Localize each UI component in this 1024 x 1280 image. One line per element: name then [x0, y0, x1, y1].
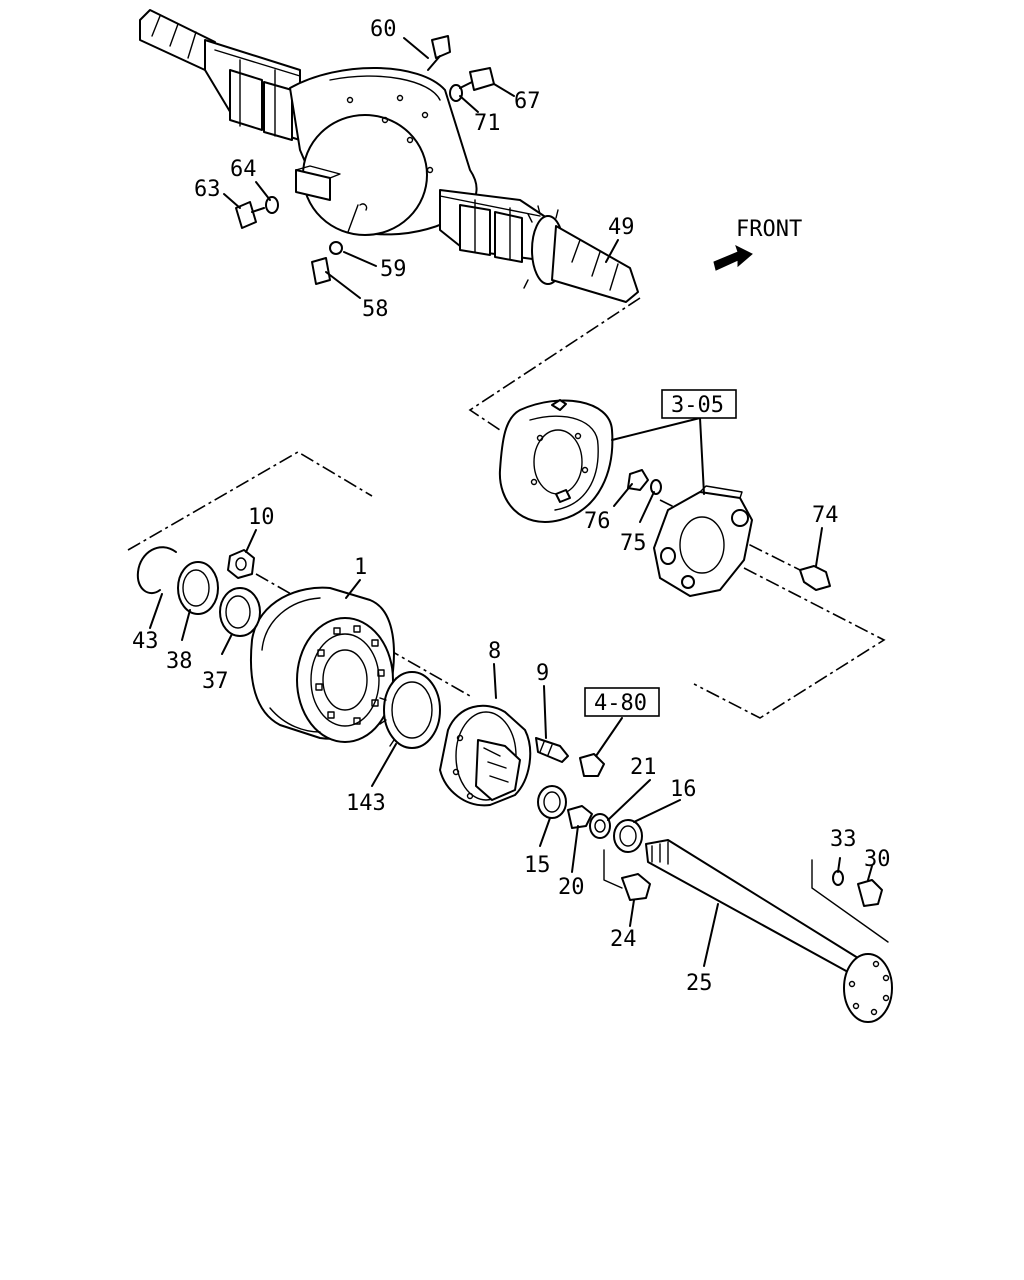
callout-71: 71: [474, 111, 501, 136]
axle-housing: [139, 9, 639, 303]
spider-fasteners: [627, 469, 831, 591]
callout-74: 74: [812, 503, 839, 528]
ref-label-4-80: 4-80: [594, 691, 647, 716]
callout-16: 16: [670, 777, 697, 802]
abs-tone-ring: [379, 671, 441, 749]
front-indicator: FRONT: [713, 217, 802, 271]
arrow-icon: [713, 245, 753, 271]
callout-37: 37: [202, 669, 229, 694]
ref-box-4-80: [584, 687, 660, 717]
callout-15: 15: [524, 853, 551, 878]
brake-backing-plate: [498, 399, 614, 523]
ref-label-3-05: 3-05: [671, 393, 724, 418]
hub-fasteners: [535, 737, 605, 777]
callout-1: 1: [354, 555, 367, 580]
callout-10: 10: [248, 505, 275, 530]
reference-boxes: 3-05 4-80: [584, 389, 737, 717]
callout-9: 9: [536, 661, 549, 686]
callout-143: 143: [346, 791, 386, 816]
callout-76: 76: [584, 509, 611, 534]
callout-30: 30: [864, 847, 891, 872]
shaft-flange-fasteners: [832, 870, 883, 907]
callout-59: 59: [380, 257, 407, 282]
brake-spider: [653, 485, 753, 597]
callout-67: 67: [514, 89, 541, 114]
callout-24: 24: [610, 927, 637, 952]
callout-20: 20: [558, 875, 585, 900]
callout-38: 38: [166, 649, 193, 674]
callout-75: 75: [620, 531, 647, 556]
brake-drum: [249, 586, 395, 743]
front-label: FRONT: [736, 217, 802, 242]
callout-49: 49: [608, 215, 635, 240]
drum-side-parts: [136, 546, 261, 637]
callout-58: 58: [362, 297, 389, 322]
hub-bearing-stack: [537, 785, 651, 901]
wheel-hub: [439, 704, 532, 807]
callout-21: 21: [630, 755, 657, 780]
callout-60: 60: [370, 17, 397, 42]
callout-25: 25: [686, 971, 713, 996]
ref-box-3-05: [661, 389, 737, 419]
callout-labels: 60 67 71 64 63 49 59 58 10 1 43 38 37 76…: [132, 17, 891, 996]
callout-43: 43: [132, 629, 159, 654]
axle-shaft: [645, 839, 893, 1023]
callout-8: 8: [488, 639, 501, 664]
callout-64: 64: [230, 157, 257, 182]
leader-lines: [149, 37, 873, 967]
callout-63: 63: [194, 177, 221, 202]
callout-33: 33: [830, 827, 857, 852]
housing-fasteners: [235, 35, 495, 285]
